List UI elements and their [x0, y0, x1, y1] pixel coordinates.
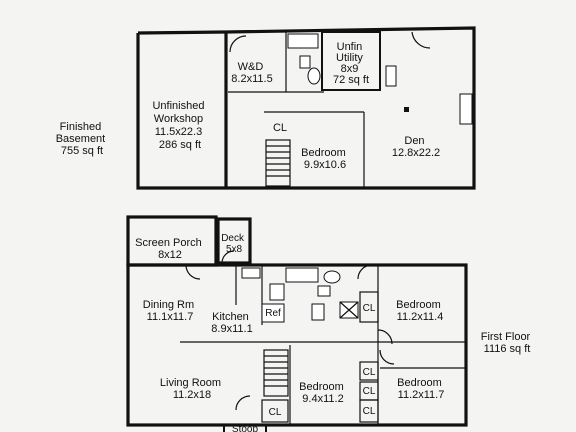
first-floor-summary: First Floor 1116 sq ft: [481, 331, 534, 355]
basement-outer-wall: [136, 26, 476, 190]
closet-label: CL: [269, 407, 282, 418]
basement-bedroom-label: Bedroom 9.9x10.6: [301, 147, 349, 171]
stoop-outline: [223, 424, 267, 432]
first-floor-stairs: [263, 349, 289, 397]
living-room-label: Living Room 11.2x18: [160, 377, 224, 401]
bathtub-icon: [285, 267, 319, 283]
door-icon: [357, 264, 373, 280]
door-icon: [229, 35, 247, 53]
closet-box: [261, 399, 289, 423]
toilet-icon: [323, 270, 341, 284]
deck-wall: [216, 217, 252, 265]
basement-summary: Finished Basement 755 sq ft: [56, 121, 109, 157]
door-icon: [185, 264, 201, 280]
toilet-icon: [385, 65, 397, 87]
first-floor-plan: Screen Porch 8x12 Deck 5x8 Dining Rm 11.…: [126, 215, 534, 432]
closet-label: CL: [363, 303, 376, 314]
wd-label: W&D 8.2x11.5: [231, 61, 272, 85]
utility-label: Unfin Utility 8x9 72 sq ft: [333, 41, 369, 86]
first-floor-outer-wall: [126, 263, 468, 427]
dining-label: Dining Rm 11.1x11.7: [143, 299, 197, 323]
stoop-label: Stoop: [232, 424, 259, 432]
workshop-label: Unfinished Workshop 11.5x22.3 286 sq ft: [152, 100, 207, 151]
toilet-icon: [311, 303, 325, 321]
closet-box: [359, 399, 379, 423]
door-icon: [411, 31, 431, 49]
fireplace-icon: [459, 93, 473, 125]
closet-label: CL: [363, 367, 376, 378]
stove-icon: [269, 283, 285, 301]
post-icon: [404, 107, 409, 112]
sink-icon: [299, 55, 311, 69]
bedroom-a-label: Bedroom 11.2x11.4: [396, 299, 444, 323]
closet-label: CL: [363, 406, 376, 417]
closet-box: [359, 361, 379, 381]
refrigerator-label: Ref: [265, 308, 281, 319]
bedroom-c-label: Bedroom 11.2x11.7: [397, 377, 445, 401]
door-icon: [377, 329, 393, 345]
closet-label: CL: [363, 386, 376, 397]
closet-label: CL: [273, 122, 287, 134]
refrigerator-icon: [261, 303, 285, 323]
basement-stairs: [265, 139, 291, 187]
closet-box: [359, 291, 379, 323]
sink-icon: [317, 285, 331, 297]
bedroom-b-label: Bedroom 9.4x11.2: [299, 381, 347, 405]
door-icon: [221, 250, 235, 264]
den-label: Den 12.8x22.2: [392, 135, 440, 159]
deck-label: Deck 5x8: [221, 233, 247, 255]
basement-plan: Unfinished Workshop 11.5x22.3 286 sq ft …: [56, 26, 476, 190]
bathtub-icon: [287, 33, 319, 49]
door-icon: [235, 395, 251, 411]
screen-porch-label: Screen Porch 8x12: [135, 237, 205, 261]
toilet-icon: [307, 67, 321, 85]
utility-room-wall: [321, 31, 381, 91]
sink-icon: [241, 267, 261, 279]
door-icon: [379, 349, 395, 365]
hvac-icon: [339, 301, 359, 319]
kitchen-label: Kitchen 8.9x11.1: [211, 311, 252, 335]
